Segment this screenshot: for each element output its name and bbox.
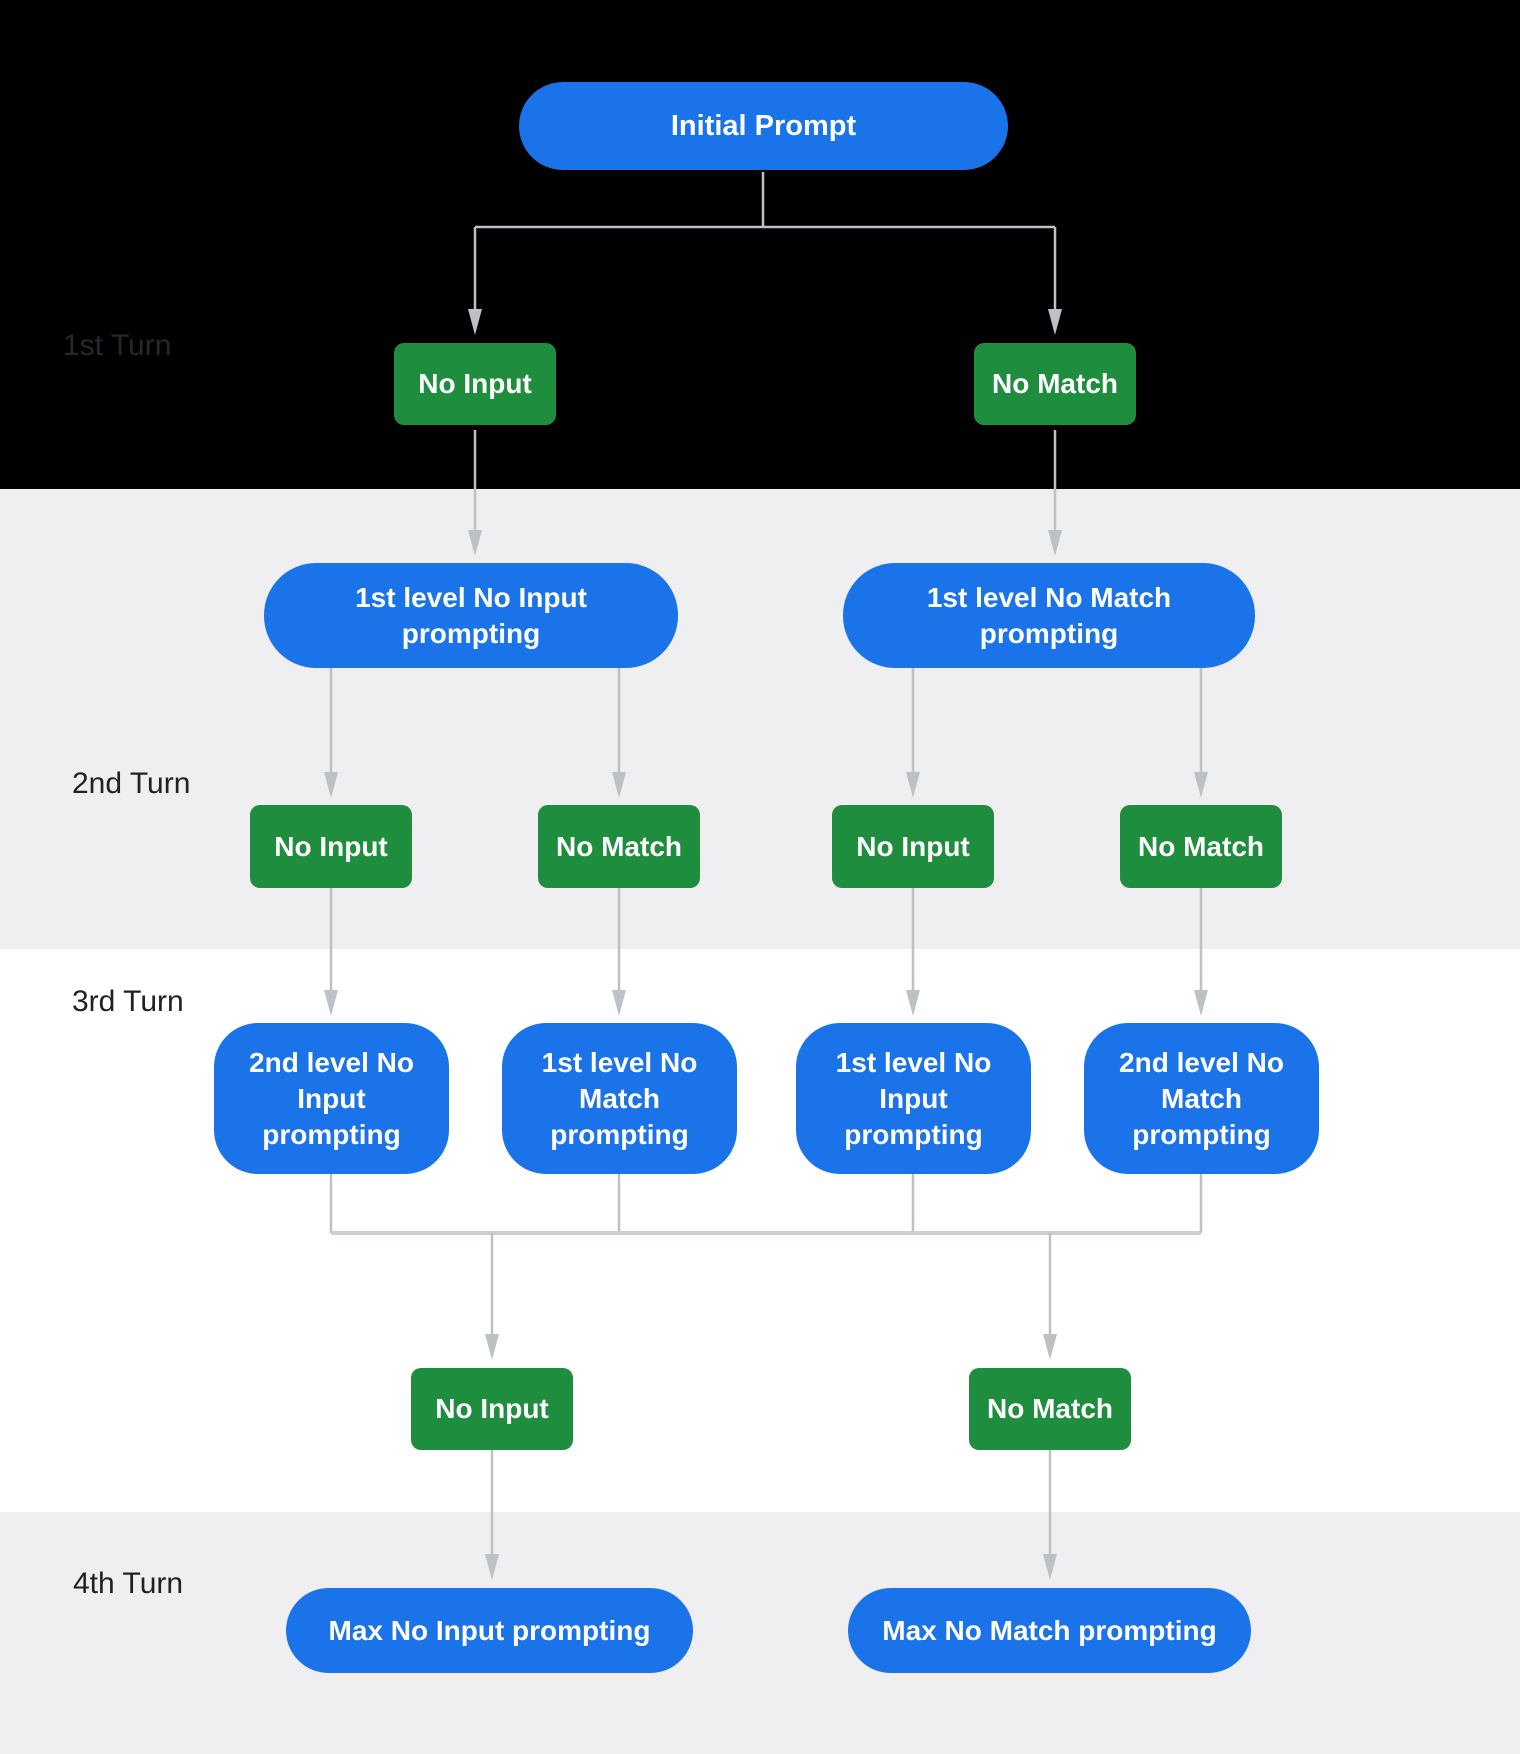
arrowhead: [468, 309, 482, 335]
arrowhead: [485, 1554, 499, 1580]
arrowhead: [612, 990, 626, 1016]
arrowhead: [906, 772, 920, 798]
arrowhead: [1194, 772, 1208, 798]
connector-turn2-events-to-turn3: [329, 888, 1203, 990]
arrowhead: [485, 1334, 499, 1360]
connector-turn3-events-to-turn4: [490, 1450, 1052, 1554]
turn-label-4: 4th Turn: [73, 1567, 184, 1600]
node-turn1-no-match: No Match: [974, 343, 1136, 425]
connector-bus-to-turn3-events: [490, 1233, 1052, 1334]
arrowhead: [324, 772, 338, 798]
node-turn3-2nd-level-no-input: 2nd level No Input prompting: [214, 1023, 449, 1174]
connector-turn1-to-turn2: [473, 430, 1057, 530]
turn-label-1: 1st Turn: [63, 329, 172, 362]
connector-root-split: [473, 172, 1057, 309]
turn-label-3: 3rd Turn: [72, 985, 184, 1018]
node-turn3-1st-level-no-input: 1st level No Input prompting: [796, 1023, 1031, 1174]
band-turn-4: [0, 1512, 1520, 1754]
arrowhead: [612, 772, 626, 798]
arrowhead: [1048, 530, 1062, 556]
node-turn2-event-no-input-2: No Input: [832, 805, 994, 888]
band-turn-1: [0, 0, 1520, 489]
node-initial-prompt: Initial Prompt: [519, 82, 1008, 170]
node-turn2-event-no-input-1: No Input: [250, 805, 412, 888]
node-turn3-1st-level-no-match: 1st level No Match prompting: [502, 1023, 737, 1174]
arrowhead: [468, 530, 482, 556]
arrowhead: [1048, 309, 1062, 335]
turn-label-2: 2nd Turn: [72, 767, 191, 800]
arrowhead: [906, 990, 920, 1016]
arrowhead: [324, 990, 338, 1016]
arrowhead: [1043, 1334, 1057, 1360]
node-turn2-no-input-prompting: 1st level No Input prompting: [264, 563, 678, 668]
node-max-no-input-prompting: Max No Input prompting: [286, 1588, 693, 1673]
node-turn2-event-no-match-1: No Match: [538, 805, 700, 888]
node-turn3-event-no-input: No Input: [411, 1368, 573, 1450]
arrowhead: [1043, 1554, 1057, 1580]
node-max-no-match-prompting: Max No Match prompting: [848, 1588, 1251, 1673]
connector-merge-stubs: [329, 1174, 1203, 1233]
node-turn3-event-no-match: No Match: [969, 1368, 1131, 1450]
arrowhead: [1194, 990, 1208, 1016]
node-turn3-2nd-level-no-match: 2nd level No Match prompting: [1084, 1023, 1319, 1174]
connector-turn2-prompts-to-events: [329, 668, 1203, 772]
node-turn2-no-match-prompting: 1st level No Match prompting: [843, 563, 1255, 668]
node-turn2-event-no-match-2: No Match: [1120, 805, 1282, 888]
node-turn1-no-input: No Input: [394, 343, 556, 425]
